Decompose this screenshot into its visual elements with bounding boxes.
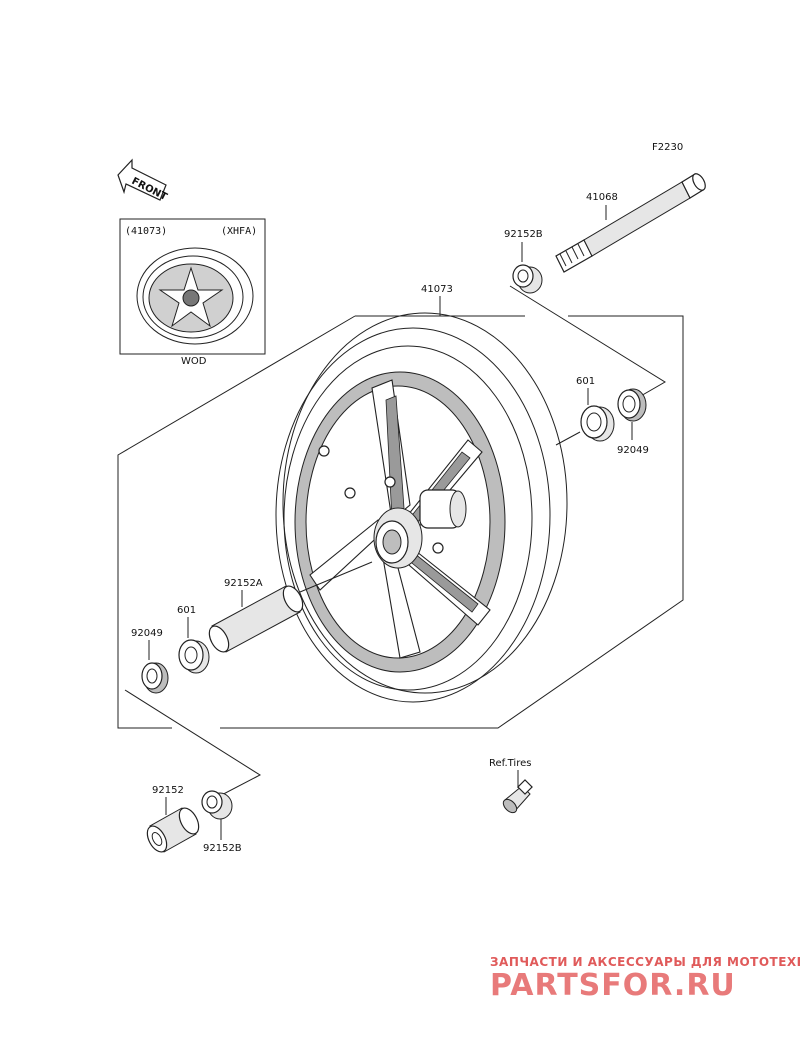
label-seal-left: 92049	[131, 628, 163, 639]
label-collar-bottom-b: 92152B	[203, 843, 242, 854]
watermark-brand: PARTSFOR.RU	[490, 968, 736, 1003]
collar-bottom-a-part	[146, 807, 200, 853]
label-axle: 41068	[586, 192, 618, 203]
bearing-left-part	[178, 639, 210, 674]
seal-left-part	[141, 662, 169, 694]
spacer-part	[208, 585, 304, 653]
label-collar-bottom-a: 92152	[152, 785, 184, 796]
valve-part	[502, 779, 533, 814]
axle-part	[555, 173, 706, 273]
seal-right-part	[617, 388, 647, 422]
label-collar-top: 92152B	[504, 229, 543, 240]
inset-caption: WOD	[181, 356, 207, 367]
bearing-right-part	[580, 405, 615, 442]
label-seal-right: 92049	[617, 445, 649, 456]
label-bearing-right: 601	[576, 376, 595, 387]
watermark-tagline: ЗАПЧАСТИ И АКСЕССУАРЫ ДЛЯ МОТОТЕХНИКИ	[490, 955, 800, 969]
inset-right-label: (XHFA)	[221, 226, 257, 237]
label-bearing-left: 601	[177, 605, 196, 616]
collar-bottom-b-part	[201, 790, 233, 820]
wheel-part	[275, 312, 568, 703]
label-valve-ref: Ref.Tires	[489, 758, 531, 769]
variant-inset: (41073) (XHFA) WOD	[119, 218, 266, 367]
inset-left-label: (41073)	[125, 226, 167, 237]
collar-top-part	[512, 264, 543, 294]
assembly-bracket	[117, 285, 684, 801]
front-arrow-icon: FRONT	[117, 158, 169, 203]
label-spacer: 92152A	[224, 578, 263, 589]
inset-wheel-icon	[136, 247, 254, 345]
diagram-code: F2230	[652, 142, 683, 153]
label-wheel: 41073	[421, 284, 453, 295]
